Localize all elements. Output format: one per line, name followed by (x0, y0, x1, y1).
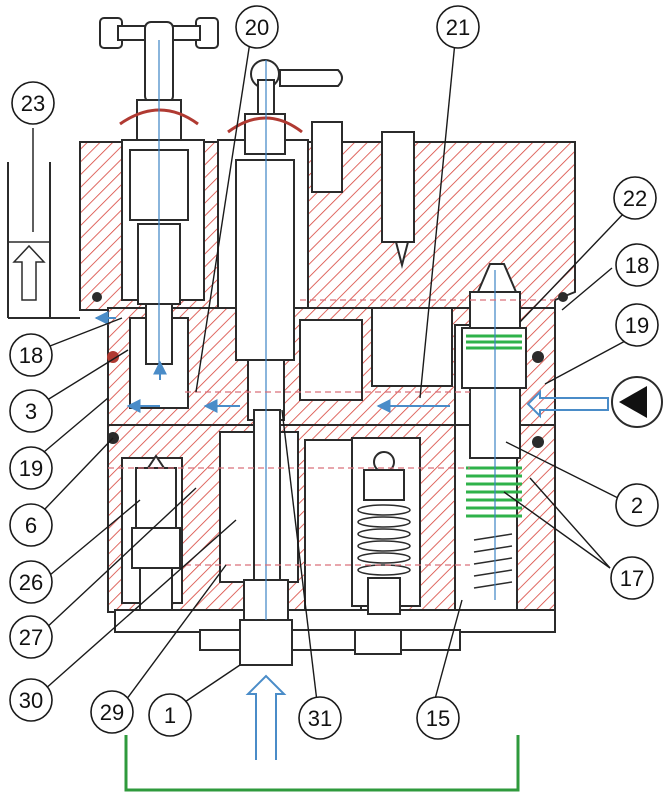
callout-30: 30 (9, 678, 53, 722)
svg-text:26: 26 (19, 570, 43, 595)
callout-29: 29 (90, 690, 134, 734)
svg-text:31: 31 (308, 706, 332, 731)
svg-text:29: 29 (100, 700, 124, 725)
svg-text:2: 2 (631, 493, 643, 518)
svg-text:19: 19 (19, 456, 43, 481)
svg-text:20: 20 (245, 15, 269, 40)
svg-text:18: 18 (625, 253, 649, 278)
callout-6: 6 (9, 503, 53, 547)
spring-lower-green (466, 466, 522, 518)
svg-text:27: 27 (19, 625, 43, 650)
svg-text:17: 17 (620, 566, 644, 591)
callout-19-left: 19 (9, 446, 53, 490)
callout-17: 17 (610, 556, 654, 600)
callout-3: 3 (9, 389, 53, 433)
svg-text:21: 21 (446, 15, 470, 40)
callout-2: 2 (615, 483, 659, 527)
callout-26: 26 (9, 560, 53, 604)
check-valve-spring (357, 451, 411, 615)
pump-icon (611, 376, 663, 428)
callout-31: 31 (298, 696, 342, 740)
up-arrow-icon (12, 244, 46, 301)
leader-lines (32, 41, 628, 713)
flow-arrows (94, 311, 609, 760)
svg-text:30: 30 (19, 688, 43, 713)
spring-coils-lower (473, 533, 513, 589)
left-lower-piston (131, 454, 181, 611)
callout-15: 15 (416, 696, 460, 740)
center-spool (239, 409, 293, 666)
center-lines (158, 40, 496, 620)
inlet-arrow-right (526, 389, 609, 419)
svg-text:6: 6 (25, 513, 37, 538)
callout-23: 23 (11, 81, 55, 125)
callout-18-left: 18 (9, 333, 53, 377)
svg-text:1: 1 (164, 703, 176, 728)
tank-bottom (124, 735, 520, 792)
svg-text:3: 3 (25, 399, 37, 424)
callout-22: 22 (613, 176, 657, 220)
tank-left (7, 162, 80, 319)
callout-1: 1 (148, 693, 192, 737)
svg-text:18: 18 (19, 343, 43, 368)
spring-upper-green (466, 334, 522, 350)
svg-text:22: 22 (623, 186, 647, 211)
inlet-arrow-up (245, 674, 287, 760)
callout-27: 27 (9, 615, 53, 659)
callout-21: 21 (436, 5, 480, 49)
svg-text:15: 15 (426, 706, 450, 731)
svg-text:19: 19 (625, 313, 649, 338)
callout-20: 20 (235, 5, 279, 49)
base-plate (114, 609, 556, 655)
callout-19-right: 19 (615, 303, 659, 347)
callout-18-right: 18 (615, 243, 659, 287)
svg-text:23: 23 (21, 91, 45, 116)
